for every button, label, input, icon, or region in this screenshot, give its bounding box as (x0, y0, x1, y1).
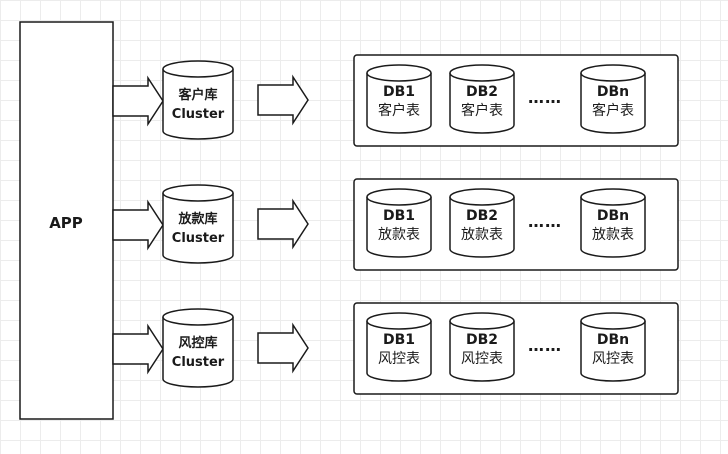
db-cylinder-body (580, 197, 646, 258)
ellipsis: …… (528, 88, 562, 107)
db-table: 放款表 (461, 227, 503, 243)
cluster-cylinder-body (162, 69, 234, 140)
db-name: DBn (597, 208, 629, 224)
row-risk: 风控库 Cluster DB1 风控表 DB2 风控表 DBn 风控表 …… (112, 302, 679, 395)
cluster-cylinder-body (162, 193, 234, 264)
row-customer: 客户库 Cluster DB1 客户表 DB2 客户表 DBn 客户表 …… (112, 54, 679, 147)
db-cylinder-body (580, 73, 646, 134)
db-table: 客户表 (592, 102, 634, 119)
db-cylinder-top (366, 188, 432, 206)
db-table: 风控表 (378, 351, 420, 367)
arrow-app-to-cluster (112, 323, 164, 375)
arrow-cluster-to-dbs (257, 322, 309, 374)
db-cylinder: DB2 风控表 (449, 312, 515, 382)
db-cylinder-top (580, 312, 646, 330)
cluster-type: Cluster (172, 107, 225, 122)
db-cylinder-body (449, 73, 515, 134)
db-cylinder-top (449, 188, 515, 206)
db-cylinder-top (449, 312, 515, 330)
cluster-type: Cluster (172, 355, 225, 370)
cluster-name: 风控库 (178, 335, 217, 351)
cluster-cylinder: 放款库 Cluster (162, 184, 234, 264)
db-cylinder-body (366, 321, 432, 382)
db-name: DB2 (466, 208, 498, 224)
cluster-cylinder-top (162, 308, 234, 326)
ellipsis: …… (528, 212, 562, 231)
db-name: DB1 (383, 208, 415, 224)
db-name: DBn (597, 84, 629, 100)
db-cylinder-body (366, 73, 432, 134)
diagram-rows: 客户库ClusterDB1客户表DB2客户表DBn客户表……放款库Cluster… (112, 54, 679, 395)
cluster-cylinder-body (162, 317, 234, 388)
db-cylinder-body (366, 197, 432, 258)
db-name: DBn (597, 332, 629, 348)
arrow-cluster-to-dbs (257, 74, 309, 126)
db-cylinder: DB2 放款表 (449, 188, 515, 258)
cluster-type: Cluster (172, 231, 225, 246)
db-cylinder-top (449, 64, 515, 82)
db-cylinder-top (366, 64, 432, 82)
db-table: 客户表 (461, 102, 503, 119)
db-cylinder: DB1 风控表 (366, 312, 432, 382)
ellipsis: …… (528, 336, 562, 355)
db-cylinder-body (449, 321, 515, 382)
cluster-cylinder: 风控库 Cluster (162, 308, 234, 388)
row-loan: 放款库 Cluster DB1 放款表 DB2 放款表 DBn 放款表 …… (112, 178, 679, 271)
app-box (19, 21, 114, 420)
db-cylinder: DB2 客户表 (449, 64, 515, 134)
db-cylinder-body (449, 197, 515, 258)
cluster-cylinder-top (162, 184, 234, 202)
db-cylinder-body (580, 321, 646, 382)
cluster-name: 客户库 (178, 87, 217, 103)
db-name: DB1 (383, 84, 415, 100)
db-table: 风控表 (592, 351, 634, 367)
arrow-app-to-cluster (112, 75, 164, 127)
db-name: DB2 (466, 84, 498, 100)
db-cylinder: DBn 风控表 (580, 312, 646, 382)
db-cylinder-top (580, 188, 646, 206)
db-name: DB2 (466, 332, 498, 348)
db-table: 客户表 (378, 102, 420, 119)
db-cylinder: DBn 放款表 (580, 188, 646, 258)
arrow-cluster-to-dbs (257, 198, 309, 250)
db-cylinder: DBn 客户表 (580, 64, 646, 134)
db-table: 风控表 (461, 351, 503, 367)
app-label: APP (49, 214, 83, 232)
db-cylinder: DB1 客户表 (366, 64, 432, 134)
db-table: 放款表 (378, 227, 420, 243)
cluster-name: 放款库 (177, 211, 217, 227)
db-table: 放款表 (592, 227, 634, 243)
arrow-app-to-cluster (112, 199, 164, 251)
cluster-cylinder: 客户库 Cluster (162, 60, 234, 140)
db-cylinder-top (366, 312, 432, 330)
db-name: DB1 (383, 332, 415, 348)
db-cylinder-top (580, 64, 646, 82)
cluster-cylinder-top (162, 60, 234, 78)
db-cylinder: DB1 放款表 (366, 188, 432, 258)
